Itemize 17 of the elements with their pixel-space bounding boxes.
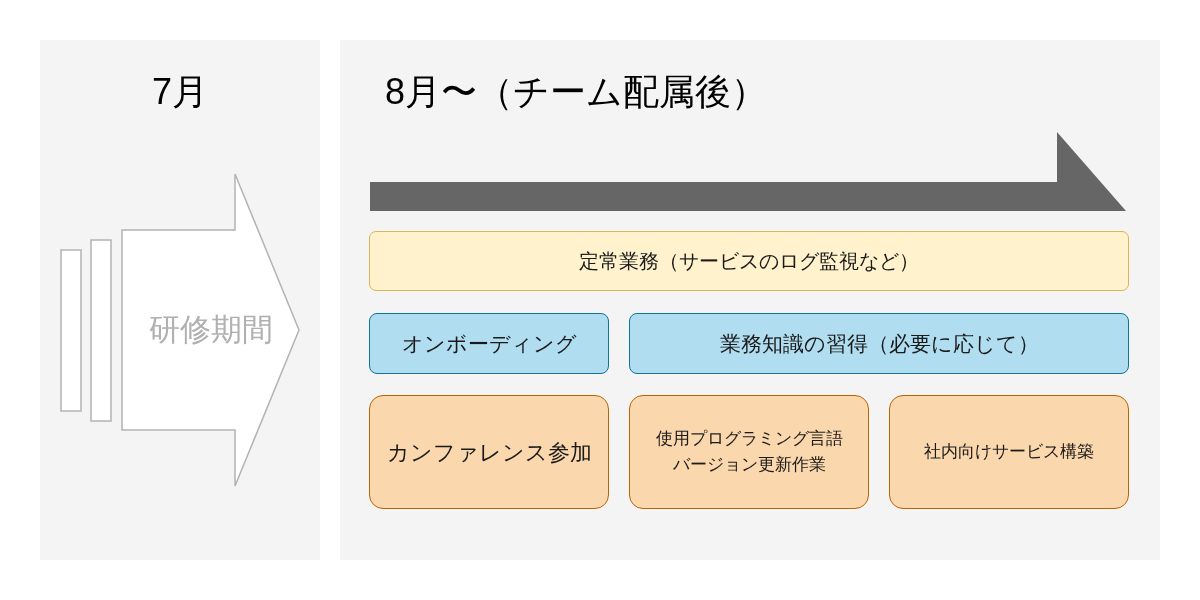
panel-heading: 7月 — [151, 70, 209, 114]
panel-heading: 8月〜（チーム配属後） — [385, 70, 768, 114]
task-label: 社内向けサービス構築 — [924, 441, 1094, 464]
phase-panel — [340, 40, 1160, 560]
task-box — [369, 395, 609, 509]
task-label: カンファレンス参加 — [386, 438, 592, 467]
task-label: 定常業務（サービスのログ監視など） — [579, 249, 919, 274]
phase-panel — [40, 40, 320, 560]
task-label: 業務知識の習得（必要に応じて） — [719, 330, 1039, 357]
task-box — [629, 313, 1129, 374]
task-box — [629, 395, 869, 509]
task-box — [369, 231, 1129, 291]
task-box — [369, 313, 609, 374]
task-label: オンボーディング — [401, 330, 577, 357]
task-label: 使用プログラミング言語バージョン更新作業 — [654, 427, 844, 476]
arrow-label: 研修期間 — [149, 310, 273, 349]
task-box — [889, 395, 1129, 509]
